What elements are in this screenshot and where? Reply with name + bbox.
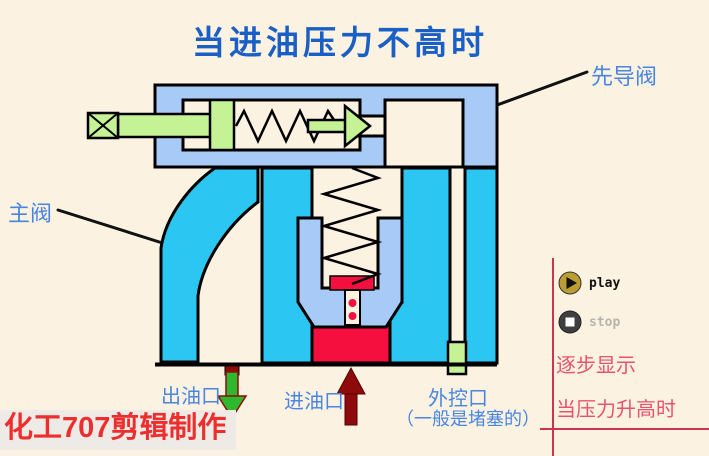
adjustment-screw	[86, 98, 236, 152]
caption-next-scene: 当压力升高时	[556, 399, 676, 421]
watermark-prefix: 化工	[4, 412, 63, 444]
stop-button-label: stop	[589, 314, 621, 330]
label-control-port: 外控口	[428, 388, 488, 410]
screw-rod	[116, 112, 214, 139]
control-port-plug	[446, 340, 468, 376]
page-title: 当进油压力不高时	[192, 26, 488, 62]
stop-icon	[558, 310, 582, 334]
stop-button[interactable]: stop	[558, 310, 620, 334]
label-control-port-note: （一般是堵塞的）	[396, 409, 540, 429]
pilot-poppet	[306, 103, 373, 149]
watermark-suffix: 剪辑制作	[110, 412, 227, 444]
oil-droplet	[348, 299, 357, 307]
label-main-valve: 主阀	[8, 201, 53, 226]
inlet-flow-arrow	[336, 366, 366, 426]
label-outlet-port: 出油口	[161, 386, 221, 408]
panel-vertical-line	[552, 258, 554, 456]
main-valve-spring	[319, 166, 383, 286]
play-button-label: play	[589, 275, 621, 291]
oil-droplet	[348, 312, 357, 320]
far-right-passage	[463, 166, 499, 365]
label-pilot-valve: 先导阀	[591, 64, 658, 89]
watermark-number: 707	[62, 412, 111, 444]
spring-seat-block	[208, 98, 236, 152]
oil-passages-low-pressure	[159, 166, 499, 365]
label-inlet-port: 进油口	[284, 391, 344, 413]
play-icon	[558, 271, 582, 295]
pilot-outlet-chamber	[383, 98, 465, 169]
outlet-elbow-passage	[159, 166, 260, 364]
outlet-flow-arrow	[216, 365, 248, 420]
main-spool	[296, 216, 404, 329]
play-button[interactable]: play	[558, 271, 620, 295]
main-valve-pointer-line	[56, 208, 174, 248]
watermark: 化工707剪辑制作	[0, 410, 237, 450]
caption-step-display: 逐步显示	[556, 355, 636, 377]
inlet-pressure-chamber	[310, 323, 392, 365]
panel-horizontal-line	[540, 428, 709, 430]
